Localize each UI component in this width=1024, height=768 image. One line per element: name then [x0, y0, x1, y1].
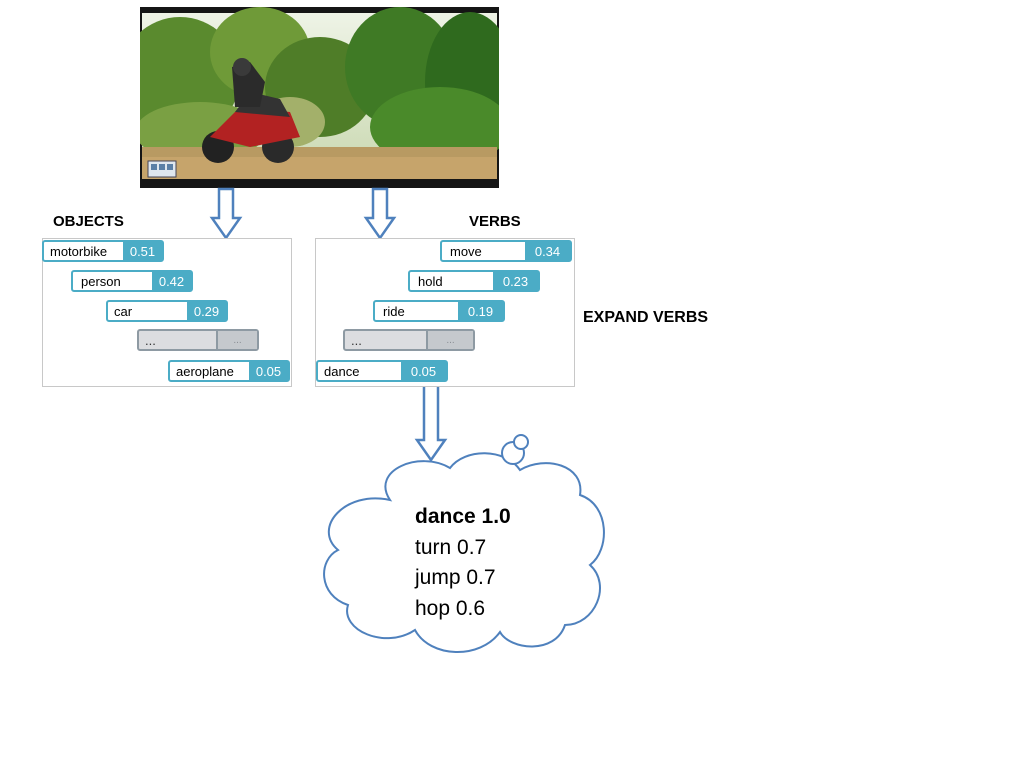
object-item-ellipsis: ... ...	[137, 329, 259, 351]
object-item-motorbike: motorbike 0.51	[42, 240, 164, 262]
verb-score: ...	[426, 331, 473, 349]
object-label: car	[114, 303, 133, 319]
verb-label: hold	[418, 273, 443, 289]
verbs-heading: VERBS	[469, 213, 521, 230]
down-arrow-expand-icon	[414, 382, 448, 463]
expanded-verb-item: jump 0.7	[415, 566, 496, 589]
verb-label: ride	[383, 303, 405, 319]
expanded-verb-item: turn 0.7	[415, 535, 487, 559]
object-label: person	[81, 273, 121, 289]
object-label: ...	[145, 332, 156, 348]
object-score: ...	[216, 331, 257, 349]
verb-item-ride: ride 0.19	[373, 300, 505, 322]
film-strip-icon	[147, 160, 177, 178]
down-arrow-objects-icon	[209, 187, 243, 241]
object-score: 0.29	[187, 302, 226, 320]
verb-score: 0.23	[493, 272, 538, 290]
object-item-car: car 0.29	[106, 300, 228, 322]
thought-cloud-icon	[323, 434, 605, 653]
verb-item-hold: hold 0.23	[408, 270, 540, 292]
down-arrow-verbs-icon	[363, 187, 397, 241]
expanded-verb-item: dance 1.0	[415, 505, 511, 528]
object-score: 0.42	[152, 272, 191, 290]
verb-item-ellipsis: ... ...	[343, 329, 475, 351]
verb-score: 0.34	[525, 242, 570, 260]
expanded-verb-item: hop 0.6	[415, 596, 486, 620]
object-item-aeroplane: aeroplane 0.05	[168, 360, 290, 382]
verb-score: 0.19	[458, 302, 503, 320]
object-label: aeroplane	[176, 363, 234, 379]
expanded-verbs-list: dance 1.0 turn 0.7 jump 0.7 hop 0.6	[415, 502, 511, 624]
object-score: 0.51	[123, 242, 162, 260]
verb-label: ...	[351, 332, 362, 348]
video-frame	[140, 7, 499, 188]
verb-item-move: move 0.34	[440, 240, 572, 262]
verb-label: move	[450, 243, 482, 259]
verb-label: dance	[324, 363, 360, 379]
expand-verbs-heading: EXPAND VERBS	[583, 309, 709, 326]
verb-item-dance: dance 0.05	[316, 360, 448, 382]
object-score: 0.05	[249, 362, 288, 380]
verb-score: 0.05	[401, 362, 446, 380]
object-item-person: person 0.42	[71, 270, 193, 292]
objects-heading: OBJECTS	[53, 213, 124, 230]
object-label: motorbike	[50, 243, 108, 259]
